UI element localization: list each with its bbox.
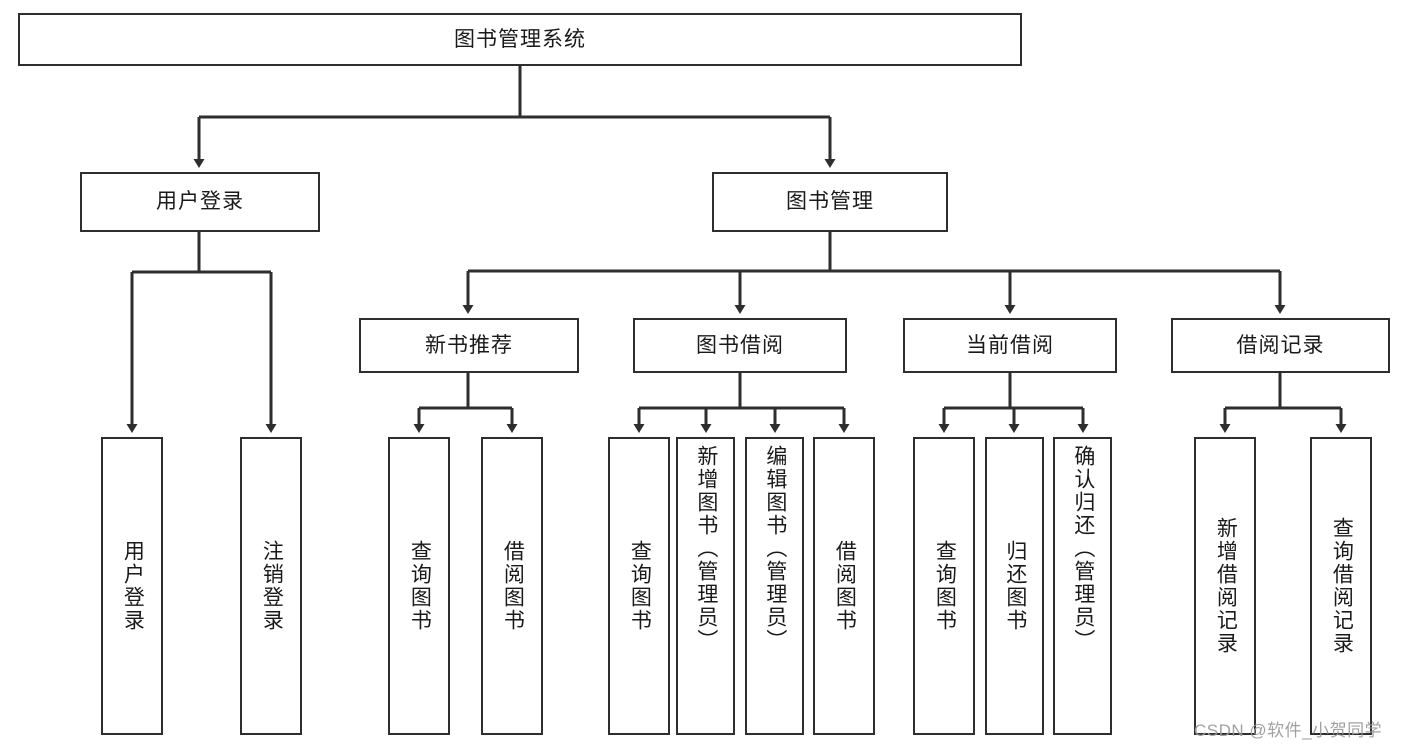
leaf-query-borrow-record[interactable]: 查询借阅记录	[1310, 437, 1372, 735]
node-book-manage[interactable]: 图书管理	[712, 172, 948, 232]
leaf-user-login[interactable]: 用户登录	[101, 437, 163, 735]
leaf-return-book[interactable]: 归还图书	[985, 437, 1044, 735]
leaf-borrow-book-recommend[interactable]: 借阅图书	[481, 437, 543, 735]
leaf-logout-login[interactable]: 注销登录	[240, 437, 302, 735]
node-current-borrow[interactable]: 当前借阅	[903, 318, 1117, 373]
node-borrow-record[interactable]: 借阅记录	[1171, 318, 1390, 373]
leaf-query-book-recommend[interactable]: 查询图书	[388, 437, 450, 735]
node-user-login[interactable]: 用户登录	[80, 172, 320, 232]
leaf-add-borrow-record[interactable]: 新增借阅记录	[1194, 437, 1256, 735]
node-book-borrow[interactable]: 图书借阅	[633, 318, 847, 373]
node-new-book-recommend[interactable]: 新书推荐	[359, 318, 579, 373]
leaf-add-book-admin[interactable]: 新增图书（管理员）	[676, 437, 735, 735]
leaf-edit-book-admin[interactable]: 编辑图书（管理员）	[745, 437, 804, 735]
leaf-query-book-current[interactable]: 查询图书	[913, 437, 975, 735]
csdn-watermark: CSDN @软件_小贺同学	[1194, 721, 1383, 740]
leaf-confirm-return-admin[interactable]: 确认归还（管理员）	[1053, 437, 1112, 735]
leaf-borrow-book-borrow[interactable]: 借阅图书	[813, 437, 875, 735]
leaf-query-book-borrow[interactable]: 查询图书	[608, 437, 670, 735]
node-root[interactable]: 图书管理系统	[18, 13, 1022, 66]
